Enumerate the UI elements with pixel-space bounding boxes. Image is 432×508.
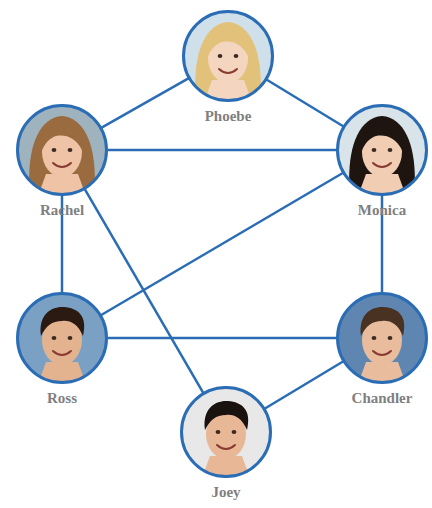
portrait-circle <box>16 292 108 384</box>
portrait-circle <box>182 10 274 102</box>
person-name: Rachel <box>16 201 108 219</box>
portrait-circle <box>336 104 428 196</box>
portrait-circle <box>16 104 108 196</box>
person-name: Monica <box>336 201 428 219</box>
portrait-circle <box>336 292 428 384</box>
person-name: Chandler <box>336 389 428 407</box>
person-name: Phoebe <box>182 107 274 125</box>
person-node: Phoebe <box>182 10 274 125</box>
friendship-link <box>101 78 189 128</box>
person-node: Ross <box>16 292 108 407</box>
friendship-link <box>265 361 344 409</box>
person-name: Ross <box>16 389 108 407</box>
friendship-link <box>266 79 343 126</box>
friendship-link <box>101 173 343 315</box>
friendship-link <box>107 149 337 152</box>
person-node: Chandler <box>336 292 428 407</box>
person-node: Rachel <box>16 104 108 219</box>
person-node: Joey <box>180 386 272 501</box>
friendship-link <box>107 337 337 340</box>
person-node: Monica <box>336 104 428 219</box>
portrait-circle <box>180 386 272 478</box>
person-name: Joey <box>180 483 272 501</box>
